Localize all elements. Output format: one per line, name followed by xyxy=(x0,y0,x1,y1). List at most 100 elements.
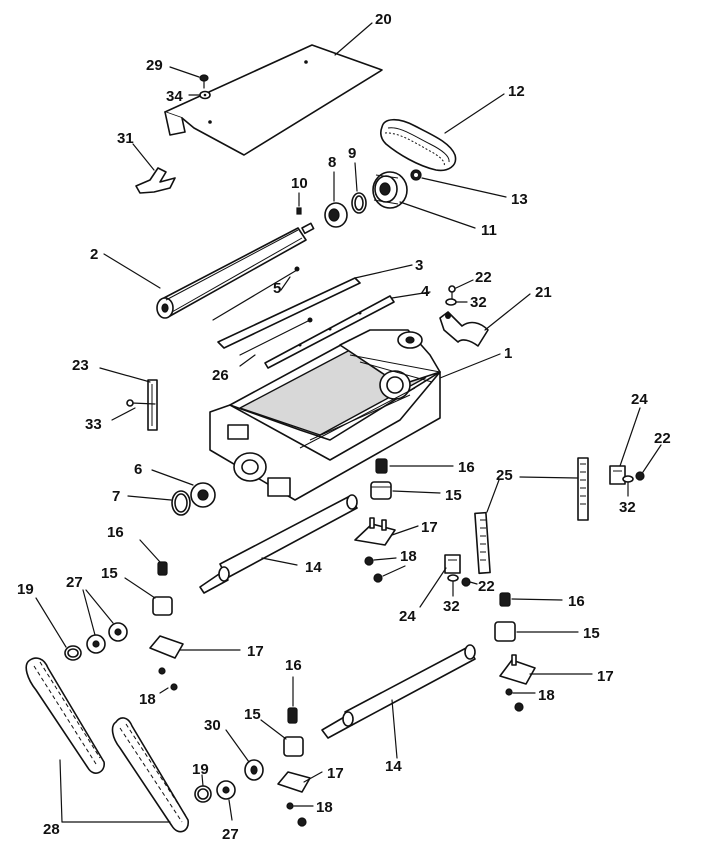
label-14-a: 14 xyxy=(305,559,322,576)
label-24-b: 24 xyxy=(631,391,648,408)
washer-32-b xyxy=(447,574,459,582)
bushing-6 xyxy=(190,482,216,508)
label-25: 25 xyxy=(496,467,513,484)
label-32-c: 32 xyxy=(619,499,636,516)
label-17-c: 17 xyxy=(327,765,344,782)
screw-5 xyxy=(212,266,300,321)
screw-29 xyxy=(199,74,209,89)
key-10 xyxy=(296,207,302,215)
spring-16-b xyxy=(157,561,168,576)
label-26: 26 xyxy=(212,367,229,384)
label-23: 23 xyxy=(72,357,89,374)
screw-33 xyxy=(126,399,156,407)
label-27-b: 27 xyxy=(222,826,239,843)
bracket-17-b xyxy=(149,635,184,659)
retaining-ring-9 xyxy=(351,192,367,214)
label-27-a: 27 xyxy=(66,574,83,591)
base-frame-1 xyxy=(209,329,441,501)
label-29: 29 xyxy=(146,57,163,74)
lock-bar-4 xyxy=(264,295,395,369)
label-18-a: 18 xyxy=(400,548,417,565)
label-11: 11 xyxy=(481,222,497,239)
label-2: 2 xyxy=(90,246,98,263)
washer-32-upper xyxy=(445,298,457,306)
label-20: 20 xyxy=(375,11,392,28)
label-8: 8 xyxy=(328,154,336,171)
screw-22-b xyxy=(461,577,471,587)
label-12: 12 xyxy=(508,83,525,100)
screw-18-c xyxy=(286,802,307,827)
washer-34 xyxy=(199,90,211,100)
label-15-d: 15 xyxy=(583,625,600,642)
ring-19-a xyxy=(64,645,82,661)
label-16-b: 16 xyxy=(107,524,124,541)
label-17-d: 17 xyxy=(597,668,614,685)
ring-7 xyxy=(171,490,191,516)
cover-plate xyxy=(164,44,383,156)
label-21: 21 xyxy=(535,284,552,301)
washer-32-c xyxy=(622,475,634,483)
label-22-c: 22 xyxy=(654,430,671,447)
label-13: 13 xyxy=(511,191,528,208)
label-22-b: 22 xyxy=(478,578,495,595)
block-15-d xyxy=(494,621,516,642)
label-15-b: 15 xyxy=(101,565,118,582)
label-6: 6 xyxy=(134,461,142,478)
label-32-b: 32 xyxy=(443,598,460,615)
screw-18-b xyxy=(158,667,178,691)
sprocket-27-b xyxy=(216,780,236,800)
label-1: 1 xyxy=(504,345,512,362)
blade-3 xyxy=(217,277,361,349)
feed-roller-14-b xyxy=(321,644,476,739)
label-16-d: 16 xyxy=(568,593,585,610)
bracket-17-a xyxy=(354,517,396,546)
bracket-17-d xyxy=(499,654,536,685)
ring-19-b xyxy=(194,785,212,803)
spring-16-d xyxy=(499,592,511,607)
label-18-d: 18 xyxy=(538,687,555,704)
chain-28-a xyxy=(25,657,105,774)
screw-22-c xyxy=(635,471,645,481)
label-18-c: 18 xyxy=(316,799,333,816)
block-15-b xyxy=(152,596,173,616)
label-17-a: 17 xyxy=(421,519,438,536)
label-18-b: 18 xyxy=(139,691,156,708)
label-34: 34 xyxy=(166,88,183,105)
screw-18-d xyxy=(505,688,524,712)
label-30: 30 xyxy=(204,717,221,734)
label-15-c: 15 xyxy=(244,706,261,723)
drive-belt-12 xyxy=(380,118,457,172)
spring-16-c xyxy=(287,707,298,724)
label-31: 31 xyxy=(117,130,134,147)
scale-25-b xyxy=(577,457,589,521)
label-3: 3 xyxy=(415,257,423,274)
spring-16-a xyxy=(375,458,388,474)
block-15-c xyxy=(283,736,304,757)
bracket-23 xyxy=(147,379,158,431)
label-4: 4 xyxy=(421,283,430,300)
label-15-a: 15 xyxy=(445,487,462,504)
bearing-8 xyxy=(324,202,348,228)
chain-28-b xyxy=(111,717,189,833)
screw-26 xyxy=(239,317,313,356)
label-33: 33 xyxy=(85,416,102,433)
label-16-c: 16 xyxy=(285,657,302,674)
label-7: 7 xyxy=(112,488,120,505)
knob-31 xyxy=(135,167,176,194)
label-17-b: 17 xyxy=(247,643,264,660)
screw-18-a xyxy=(364,556,383,583)
label-32-upper: 32 xyxy=(470,294,487,311)
label-10: 10 xyxy=(291,175,308,192)
label-14-b: 14 xyxy=(385,758,402,775)
bushing-30 xyxy=(244,759,264,781)
cutterhead-2 xyxy=(156,222,315,319)
pulley-11 xyxy=(372,171,408,209)
label-22-upper: 22 xyxy=(475,269,492,286)
pointer-24-a xyxy=(444,554,461,574)
label-24-a: 24 xyxy=(399,608,416,625)
clamp-21 xyxy=(439,311,489,347)
sprocket-27-a xyxy=(86,622,128,654)
pointer-24-b xyxy=(609,465,626,485)
label-9: 9 xyxy=(348,145,356,162)
